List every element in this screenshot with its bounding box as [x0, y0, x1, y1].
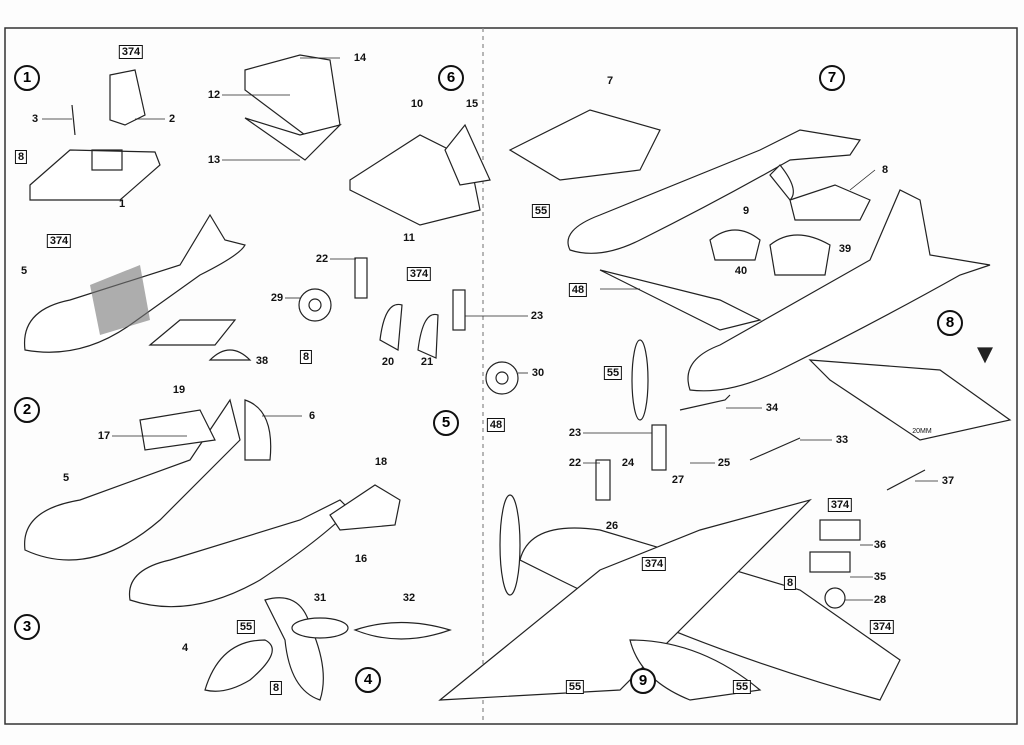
part-label: 28	[873, 594, 887, 606]
step-number: 8	[937, 310, 963, 336]
step5-drawing	[298, 257, 519, 395]
part-label: 2	[168, 113, 176, 125]
part-label: 38	[255, 355, 269, 367]
part-label: 23	[568, 427, 582, 439]
part-label: 29	[270, 292, 284, 304]
part-label: 16	[354, 553, 368, 565]
paint-code-box: 48	[486, 418, 506, 432]
paint-code-box: 55	[236, 620, 256, 634]
part-label: 25	[717, 457, 731, 469]
step-number: 1	[14, 65, 40, 91]
part-label: 17	[97, 430, 111, 442]
part-label: 10	[410, 98, 424, 110]
part-label: 12	[207, 89, 221, 101]
part-label: 22	[315, 253, 329, 265]
part-label: 5	[62, 472, 70, 484]
part-label: 14	[353, 52, 367, 64]
part-label: 7	[606, 75, 614, 87]
step4-drawing	[204, 597, 452, 701]
part-label: 37	[941, 475, 955, 487]
paint-code-box: 374	[46, 234, 72, 248]
paint-code-box: 374	[118, 45, 144, 59]
step-number: 6	[438, 65, 464, 91]
part-label: 21	[420, 356, 434, 368]
paint-code-box: 55	[732, 680, 752, 694]
scale-note: 20MM	[912, 428, 932, 435]
step-number: 2	[14, 397, 40, 423]
part-label: 22	[568, 457, 582, 469]
part-label: 30	[531, 367, 545, 379]
paint-code-box: 374	[641, 557, 667, 571]
part-label: 6	[308, 410, 316, 422]
part-label: 8	[881, 164, 889, 176]
part-label: 23	[530, 310, 544, 322]
part-label: 15	[465, 98, 479, 110]
paint-code-box: 55	[603, 366, 623, 380]
leader-lines	[42, 57, 938, 601]
part-label: 4	[181, 642, 189, 654]
paint-code-box: 374	[827, 498, 853, 512]
part-label: 27	[671, 474, 685, 486]
step8-drawing	[599, 184, 1012, 491]
paint-code-box: 374	[406, 267, 432, 281]
part-label: 35	[873, 571, 887, 583]
part-label: 9	[742, 205, 750, 217]
paint-code-box: 374	[869, 620, 895, 634]
step6-drawing	[244, 54, 491, 226]
step2-3-drawing	[24, 398, 401, 608]
part-label: 39	[838, 243, 852, 255]
part-label: 5	[20, 265, 28, 277]
step-number: 3	[14, 614, 40, 640]
part-label: 36	[873, 539, 887, 551]
step-number: 9	[630, 668, 656, 694]
part-label: 40	[734, 265, 748, 277]
part-label: 3	[31, 113, 39, 125]
paint-code-box: 55	[531, 204, 551, 218]
part-label: 34	[765, 402, 779, 414]
part-label: 31	[313, 592, 327, 604]
part-label: 26	[605, 520, 619, 532]
part-label: 20	[381, 356, 395, 368]
paint-code-box: 8	[14, 150, 28, 164]
paint-code-box: 8	[783, 576, 797, 590]
triangle-marker	[977, 347, 993, 364]
part-label: 1	[118, 198, 126, 210]
paint-code-box: 8	[299, 350, 313, 364]
step7-drawing	[508, 109, 862, 254]
part-label: 19	[172, 384, 186, 396]
part-label: 32	[402, 592, 416, 604]
paint-code-box: 8	[269, 681, 283, 695]
part-label: 24	[621, 457, 635, 469]
step-number: 4	[355, 667, 381, 693]
part-label: 11	[403, 232, 415, 244]
step-number: 5	[433, 410, 459, 436]
paint-code-box: 55	[565, 680, 585, 694]
step1-drawing	[23, 69, 252, 361]
step-number: 7	[819, 65, 845, 91]
part-label: 13	[207, 154, 221, 166]
paint-code-box: 48	[568, 283, 588, 297]
step9-drawing	[438, 339, 901, 701]
part-label: 18	[374, 456, 388, 468]
part-label: 33	[835, 434, 849, 446]
